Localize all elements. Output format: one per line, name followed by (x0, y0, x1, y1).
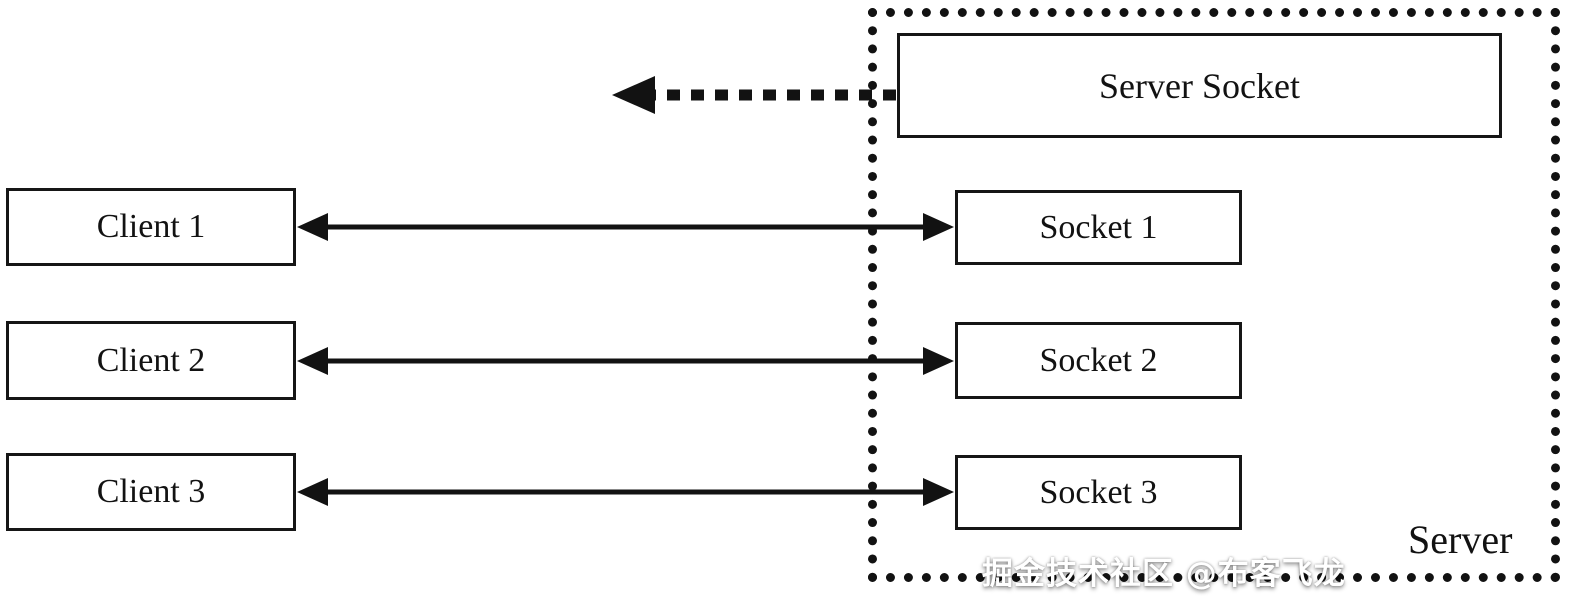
server-socket-label: Server Socket (1099, 65, 1300, 106)
watermark: 掘金技术社区 @布客飞龙 (982, 556, 1346, 592)
client1-socket1-arrow (297, 213, 954, 241)
client-3-box: Client 3 (6, 453, 296, 531)
client-3-label: Client 3 (96, 473, 206, 510)
server-socket-box: Server Socket (897, 33, 1502, 138)
client-1-box: Client 1 (6, 188, 296, 266)
client2-socket2-arrow (297, 347, 954, 375)
server-group-box (868, 8, 1560, 582)
client-2-label: Client 2 (96, 341, 206, 379)
client-2-box: Client 2 (6, 321, 296, 400)
socket-3-label: Socket 3 (1039, 473, 1158, 511)
socket-1-box: Socket 1 (955, 190, 1242, 265)
server-socket-dashed-arrow (612, 76, 896, 114)
socket-2-label: Socket 2 (1039, 341, 1158, 379)
socket-2-box: Socket 2 (955, 322, 1242, 399)
client3-socket3-arrow (297, 478, 954, 506)
socket-1-label: Socket 1 (1039, 208, 1158, 246)
socket-3-box: Socket 3 (955, 455, 1242, 530)
client-1-label: Client 1 (96, 208, 206, 245)
server-label: Server (1408, 517, 1513, 562)
